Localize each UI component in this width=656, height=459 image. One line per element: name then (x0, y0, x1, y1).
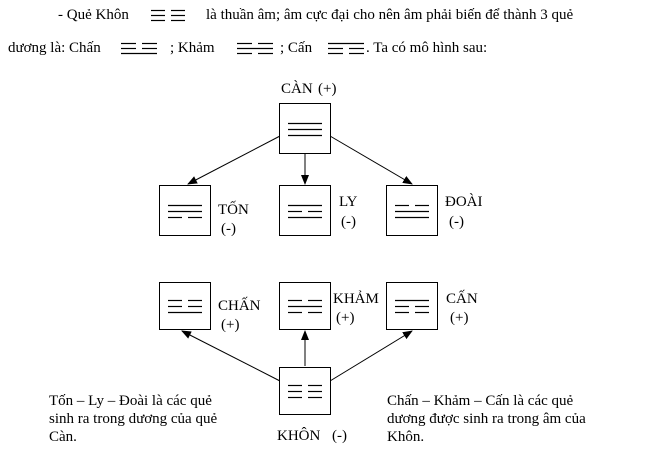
trigram-frame (279, 185, 331, 236)
node-khon-sign: (-) (332, 428, 347, 444)
intro-text-3: dương là: Chấn (8, 40, 101, 56)
trigram-frame (279, 103, 331, 154)
node-doai-sign: (-) (449, 214, 464, 230)
node-ton-label: TỐN (218, 202, 249, 218)
intro-text-2: là thuần âm; âm cực đại cho nên âm phải … (206, 7, 574, 23)
node-can2-box (386, 282, 438, 330)
node-kham-sign: (+) (336, 310, 355, 326)
node-kham-label: KHẢM (333, 291, 379, 307)
arrow-can-doai (329, 135, 413, 185)
note-left: Tốn – Ly – Đoài là các quẻ sinh ra trong… (49, 393, 218, 445)
inline-trigram-kham (237, 42, 273, 55)
node-khon-box (279, 367, 331, 415)
node-chan-label: CHẤN (218, 298, 261, 314)
node-ly-sign: (-) (341, 214, 356, 230)
node-doai-label: ĐOÀI (445, 194, 483, 210)
intro-text-6: . Ta có mô hình sau: (366, 40, 488, 56)
node-khon-label: KHÔN (277, 428, 321, 444)
node-doai-box (386, 185, 438, 236)
arrow-can-ton (187, 135, 281, 185)
intro-text-5: ; Cấn (280, 40, 313, 56)
intro-text-4: ; Khảm (170, 40, 215, 56)
node-ly-label: LY (339, 194, 358, 210)
arrow-khon-chan (181, 330, 281, 382)
trigram-frame (159, 282, 211, 330)
arrow-khon-can2 (329, 330, 413, 382)
node-kham-box (279, 282, 331, 330)
node-can2-label: CẤN (446, 291, 478, 307)
trigram-frame (386, 282, 438, 330)
inline-trigram-can2 (328, 42, 364, 55)
node-chan-sign: (+) (221, 317, 240, 333)
intro-text-1: - Quẻ Khôn (58, 7, 129, 23)
inline-trigram-chan (121, 42, 157, 55)
trigram-frame (279, 367, 331, 415)
node-can2-sign: (+) (450, 310, 469, 326)
node-can-label: CÀN (281, 81, 313, 97)
node-can-box (279, 103, 331, 154)
node-can-sign: (+) (318, 81, 337, 97)
inline-trigram-khon (151, 9, 185, 22)
trigram-frame (159, 185, 211, 236)
node-ly-box (279, 185, 331, 236)
note-right: Chấn – Khảm – Cấn là các quẻ dương được … (387, 393, 586, 445)
node-ton-sign: (-) (221, 221, 236, 237)
node-ton-box (159, 185, 211, 236)
trigram-frame (386, 185, 438, 236)
node-chan-box (159, 282, 211, 330)
